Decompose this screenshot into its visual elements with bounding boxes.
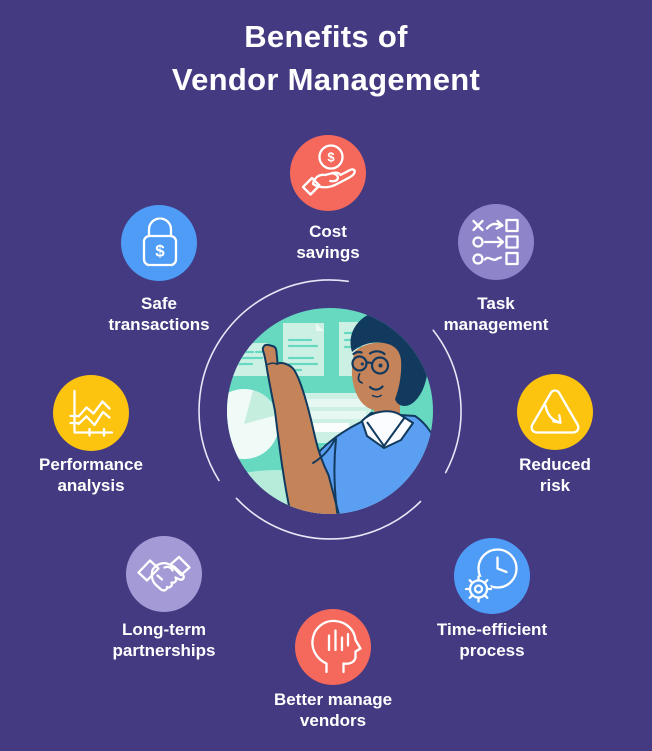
line-chart-icon bbox=[69, 389, 114, 437]
pie-chart-shape bbox=[227, 389, 279, 459]
title-line-1: Benefits of bbox=[244, 19, 408, 54]
label-line: Task bbox=[477, 294, 515, 313]
head-chart-icon bbox=[311, 619, 362, 674]
vendor-manager-illustration bbox=[198, 279, 462, 540]
dollar-glyph: $ bbox=[327, 150, 335, 165]
benefit-label-better-manage-vendors: Better manage vendors bbox=[253, 689, 413, 731]
clock-gear-icon bbox=[464, 548, 518, 603]
benefit-circle-time-efficient-process bbox=[454, 538, 530, 614]
benefit-circle-better-manage-vendors bbox=[295, 609, 371, 685]
benefit-circle-task-management bbox=[458, 204, 534, 280]
benefit-circle-reduced-risk bbox=[517, 374, 593, 450]
handshake-icon bbox=[137, 555, 191, 592]
benefit-label-cost-savings: Cost savings bbox=[248, 221, 408, 263]
benefit-label-long-term-partnerships: Long-term partnerships bbox=[84, 619, 244, 661]
label-line: Long-term bbox=[121, 620, 207, 639]
benefit-label-time-efficient-process: Time-efficient process bbox=[412, 619, 572, 661]
warning-triangle-icon bbox=[530, 389, 580, 434]
label-line: Performance bbox=[39, 455, 143, 474]
label-line: process bbox=[459, 641, 525, 660]
label-line: Reduced bbox=[519, 455, 591, 474]
label-line: Time-efficient bbox=[436, 620, 548, 639]
label-line: analysis bbox=[57, 476, 125, 495]
label-line: Cost bbox=[309, 222, 347, 241]
benefit-label-task-management: Task management bbox=[416, 293, 576, 335]
title-line-2: Vendor Management bbox=[171, 62, 481, 97]
label-line: partnerships bbox=[112, 641, 216, 660]
task-flow-icon bbox=[472, 218, 519, 266]
page-title: Benefits of Vendor Management bbox=[0, 15, 652, 101]
benefit-label-reduced-risk: Reduced risk bbox=[475, 454, 635, 496]
benefit-label-performance-analysis: Performance analysis bbox=[11, 454, 171, 496]
benefit-circle-safe-transactions: $ bbox=[121, 205, 197, 281]
benefit-label-safe-transactions: Safe transactions bbox=[79, 293, 239, 335]
lock-dollar-icon: $ bbox=[142, 217, 178, 267]
benefit-circle-cost-savings: $ bbox=[290, 135, 366, 211]
label-line: vendors bbox=[299, 711, 367, 730]
label-line: Better manage bbox=[273, 690, 393, 709]
hand-coin-icon: $ bbox=[301, 144, 356, 196]
benefit-circle-performance-analysis bbox=[53, 375, 129, 451]
label-line: Safe bbox=[141, 294, 177, 313]
benefit-circle-long-term-partnerships bbox=[126, 536, 202, 612]
ring-arcs bbox=[198, 279, 462, 540]
label-line: transactions bbox=[108, 315, 210, 334]
label-line: risk bbox=[539, 476, 571, 495]
label-line: savings bbox=[296, 243, 360, 262]
label-line: management bbox=[443, 315, 549, 334]
dollar-glyph: $ bbox=[155, 242, 165, 261]
